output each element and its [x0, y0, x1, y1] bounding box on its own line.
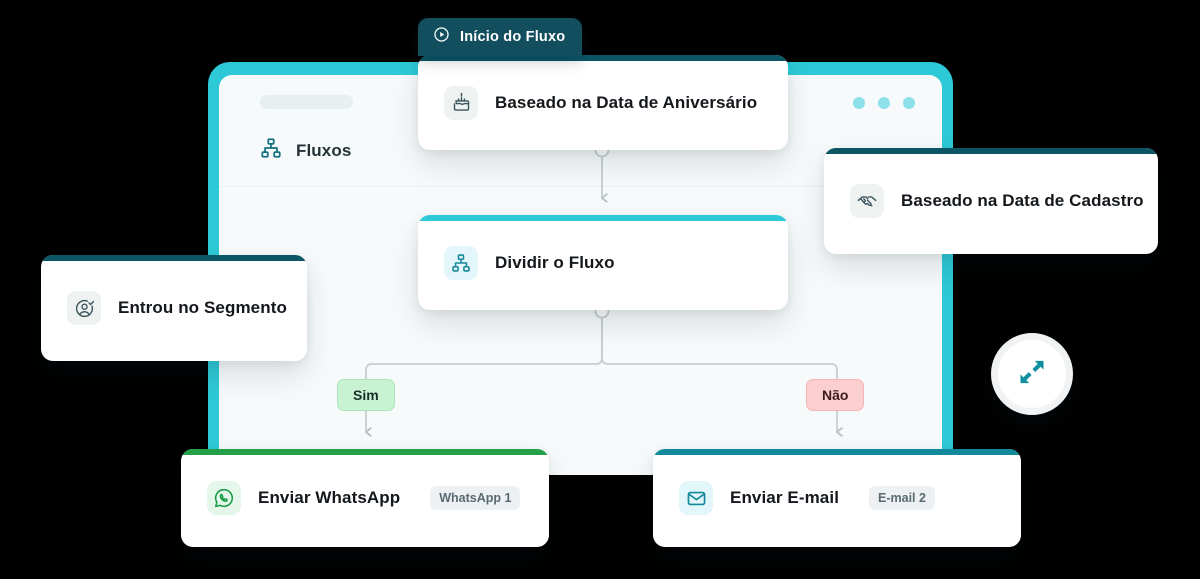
window-dot-3[interactable] — [903, 97, 915, 109]
node-title: Dividir o Fluxo — [495, 252, 615, 272]
window-titlebar — [219, 75, 942, 133]
handshake-icon — [850, 184, 884, 218]
node-title: Baseado na Data de Aniversário — [495, 92, 758, 112]
flow-node-cadastro[interactable]: Baseado na Data de Cadastro — [824, 148, 1158, 254]
start-badge[interactable]: Início do Fluxo — [418, 18, 583, 56]
envelope-icon — [679, 481, 713, 515]
start-badge-label: Início do Fluxo — [460, 29, 566, 45]
node-title: Enviar E-mail — [730, 488, 840, 507]
node-accent-bar — [41, 255, 307, 261]
expand-flow-button[interactable] — [991, 333, 1073, 415]
play-circle-icon — [433, 26, 450, 48]
birthday-cake-icon — [444, 85, 478, 120]
window-dot-1[interactable] — [853, 97, 865, 109]
node-tag: E-mail 2 — [869, 486, 935, 510]
node-accent-bar — [418, 215, 788, 221]
node-accent-bar — [181, 449, 549, 455]
flow-node-aniversario[interactable]: Baseado na Data de Aniversário — [418, 55, 788, 150]
flow-node-email[interactable]: Enviar E-mail E-mail 2 — [653, 449, 1021, 547]
user-check-icon — [67, 291, 101, 325]
sitemap-icon — [260, 137, 282, 164]
sitemap-icon — [444, 245, 478, 280]
node-accent-bar — [418, 55, 788, 61]
node-title: Entrou no Segmento — [118, 298, 287, 317]
whatsapp-icon — [207, 481, 241, 515]
flow-node-segmento[interactable]: Entrou no Segmento — [41, 255, 307, 361]
branch-label-yes[interactable]: Sim — [337, 379, 395, 411]
sidebar-item-fluxos[interactable]: Fluxos — [260, 137, 351, 164]
sidebar-item-label: Fluxos — [296, 140, 352, 160]
flow-node-whatsapp[interactable]: Enviar WhatsApp WhatsApp 1 — [181, 449, 549, 547]
branch-label-no[interactable]: Não — [806, 379, 865, 411]
node-title: Enviar WhatsApp — [258, 488, 401, 507]
expand-arrows-icon — [1017, 357, 1047, 392]
node-title: Baseado na Data de Cadastro — [901, 191, 1144, 210]
header-divider — [219, 186, 942, 187]
window-dot-2[interactable] — [878, 97, 890, 109]
node-accent-bar — [824, 148, 1158, 154]
node-tag: WhatsApp 1 — [430, 486, 521, 510]
window-dots — [853, 97, 915, 109]
flow-node-dividir[interactable]: Dividir o Fluxo — [418, 215, 788, 310]
url-pill-placeholder[interactable] — [260, 95, 353, 109]
node-accent-bar — [653, 449, 1021, 455]
